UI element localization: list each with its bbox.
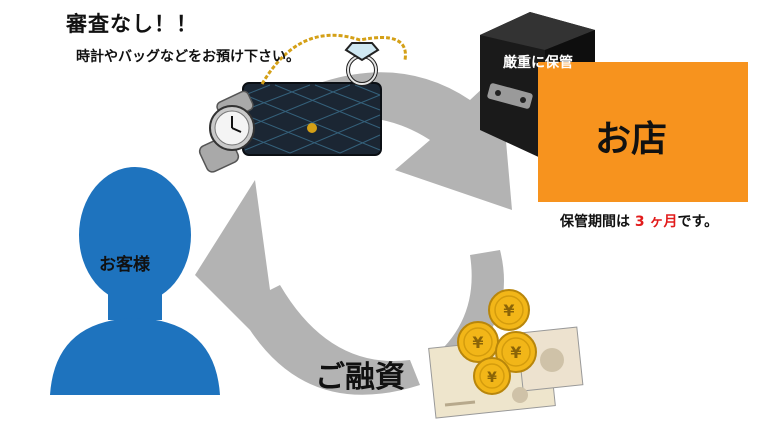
customer-silhouette-icon [50, 167, 220, 395]
storage-note-prefix: 保管期間は [560, 214, 630, 230]
svg-text:¥: ¥ [503, 301, 514, 320]
svg-text:¥: ¥ [472, 333, 483, 352]
svg-text:¥: ¥ [487, 370, 497, 386]
customer-label: お客様 [99, 255, 150, 275]
wristwatch-icon [198, 90, 255, 173]
arrow-to-customer [195, 180, 420, 395]
storage-period-note: 保管期間は 3 ヶ月です。 [560, 211, 718, 231]
shop-label: お店 [595, 119, 668, 160]
svg-text:¥: ¥ [510, 343, 521, 362]
page-subtitle: 時計やバッグなどをお預け下さい。 [76, 49, 300, 65]
page-title: 審査なし！！ [66, 12, 198, 36]
storage-note-period: 3 ヶ月 [630, 214, 678, 230]
storage-note-suffix: です。 [677, 214, 719, 230]
diamond-ring-icon [344, 42, 380, 86]
handbag-icon [242, 33, 407, 156]
shop-box [538, 62, 748, 202]
safe-label: 厳重に保管 [503, 55, 573, 71]
loan-label: ご融資 [315, 360, 405, 395]
coins-icon: ¥ ¥ ¥ ¥ [457, 289, 537, 395]
